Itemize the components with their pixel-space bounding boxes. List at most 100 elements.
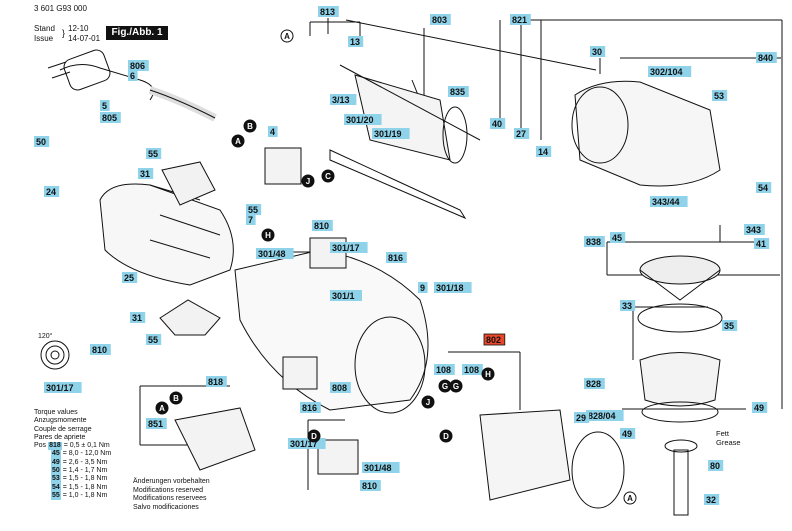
part-number-badge bbox=[128, 70, 138, 81]
torque-value: = 1,4 - 1,7 Nm bbox=[60, 467, 108, 475]
legend-title-line: Torque values bbox=[34, 409, 78, 416]
part-number-badge bbox=[90, 344, 111, 355]
part-number-badge bbox=[146, 418, 167, 429]
part-number-label: 840 bbox=[758, 53, 773, 63]
torque-value: = 1,5 - 1,8 Nm bbox=[60, 483, 108, 491]
part-number-badge bbox=[430, 14, 451, 25]
modifications-line: Änderungen vorbehalten bbox=[133, 478, 210, 485]
part-number-label: 4 bbox=[270, 127, 275, 137]
reference-marker-letter: D bbox=[443, 432, 449, 441]
part-number-badge bbox=[756, 52, 777, 63]
part-number-badge bbox=[360, 480, 381, 491]
reference-marker bbox=[421, 395, 435, 409]
part-number-badge bbox=[330, 94, 357, 105]
torque-position: 54 bbox=[51, 483, 61, 492]
torque-legend: Torque values Anzugsmomente Couple de se… bbox=[34, 409, 112, 501]
modifications-line: Modifications reserved bbox=[133, 486, 204, 494]
part-number-label: 851 bbox=[148, 419, 163, 429]
part-number-label: 828/04 bbox=[588, 411, 616, 421]
reference-marker bbox=[280, 29, 294, 43]
part-number-badge bbox=[536, 146, 552, 157]
part-number-label: 33 bbox=[622, 301, 632, 311]
legend-title-line: Pares de apriete bbox=[34, 433, 86, 441]
part-number-badge bbox=[514, 128, 530, 139]
part-number-label: 14 bbox=[538, 147, 548, 157]
part-number-label: 32 bbox=[706, 495, 716, 505]
part-number-label: 49 bbox=[754, 403, 764, 413]
reference-marker bbox=[623, 491, 637, 505]
part-number-badge bbox=[128, 60, 149, 71]
part-number-label: 818 bbox=[208, 377, 223, 387]
reference-marker bbox=[261, 228, 275, 242]
reference-marker bbox=[307, 429, 321, 443]
torque-row: 45 = 8,0 - 12,0 Nm bbox=[34, 450, 112, 459]
part-number-badge bbox=[448, 86, 469, 97]
part-number-label: 6 bbox=[130, 71, 135, 81]
torque-row: 49 = 2,6 - 3,5 Nm bbox=[34, 458, 111, 468]
part-number-badge bbox=[650, 196, 688, 207]
part-number-label: 343 bbox=[746, 225, 761, 235]
reference-marker bbox=[169, 391, 183, 405]
grease-line: Fett bbox=[716, 429, 729, 438]
part-number-badge bbox=[344, 114, 382, 125]
part-number-label: 816 bbox=[388, 253, 403, 263]
reference-marker bbox=[449, 379, 463, 393]
part-number-label: 108 bbox=[436, 365, 451, 375]
torque-position: 55 bbox=[51, 491, 61, 501]
reference-marker-letter: J bbox=[306, 177, 310, 186]
part-number-label: 80 bbox=[710, 461, 720, 471]
part-number-badge bbox=[434, 282, 472, 293]
part-number-badge bbox=[100, 100, 110, 111]
part-number-badge bbox=[130, 312, 146, 323]
reference-marker bbox=[155, 401, 169, 415]
part-number-label: 806 bbox=[130, 61, 145, 71]
part-number-badge bbox=[206, 376, 227, 387]
torque-row: 53 = 1,5 - 1,8 Nm bbox=[34, 475, 111, 484]
part-number-badge bbox=[330, 242, 368, 253]
modifications-line: Modifications reservees bbox=[133, 495, 207, 503]
torque-value: = 1,0 - 1,8 Nm bbox=[60, 491, 108, 499]
part-number-label: 301/19 bbox=[374, 129, 402, 139]
part-number-badge bbox=[754, 238, 770, 249]
reference-marker-letter: A bbox=[284, 32, 290, 41]
part-number-badge bbox=[372, 128, 410, 139]
part-number-badge bbox=[330, 382, 351, 393]
part-number-badge bbox=[138, 168, 154, 179]
torque-row: 55 = 1,0 - 1,8 Nm bbox=[34, 491, 111, 501]
reference-marker-letter: J bbox=[426, 398, 430, 407]
reference-marker-letter: G bbox=[453, 382, 459, 391]
part-number-badge bbox=[44, 382, 82, 393]
part-number-badge bbox=[462, 364, 483, 375]
part-number-badge bbox=[584, 378, 605, 389]
torque-row: 50 = 1,4 - 1,7 Nm bbox=[34, 467, 111, 476]
part-number-label: 55 bbox=[248, 205, 258, 215]
part-number-label: 805 bbox=[102, 113, 117, 123]
part-number-badge bbox=[34, 136, 50, 147]
part-number-badge bbox=[268, 126, 278, 137]
reference-marker-letter: A bbox=[235, 137, 241, 146]
part-number-label: 302/104 bbox=[650, 67, 683, 77]
part-number-label: 301/17 bbox=[290, 439, 318, 449]
part-number-label: 810 bbox=[92, 345, 107, 355]
torque-value: = 8,0 - 12,0 Nm bbox=[60, 450, 112, 458]
part-number-label: 41 bbox=[756, 239, 766, 249]
part-number-badge bbox=[620, 300, 636, 311]
part-number-label: 301/48 bbox=[364, 463, 392, 473]
reference-marker bbox=[301, 174, 315, 188]
part-number-label: 808 bbox=[332, 383, 347, 393]
reference-marker-letter: A bbox=[627, 494, 633, 503]
part-number-label: 49 bbox=[622, 429, 632, 439]
part-number-badge bbox=[590, 46, 606, 57]
stand-label: Stand bbox=[34, 24, 55, 33]
part-number-label: 24 bbox=[46, 187, 56, 197]
reference-marker bbox=[231, 134, 245, 148]
brace-symbol: } bbox=[62, 28, 66, 38]
part-number-badge bbox=[318, 6, 339, 17]
part-number-label: 301/20 bbox=[346, 115, 374, 125]
part-number-label: 55 bbox=[148, 335, 158, 345]
part-number-label: 45 bbox=[612, 233, 622, 243]
part-number-badge bbox=[574, 412, 590, 423]
part-number-label: 40 bbox=[492, 119, 502, 129]
legend-title-line: Anzugsmomente bbox=[34, 417, 87, 425]
